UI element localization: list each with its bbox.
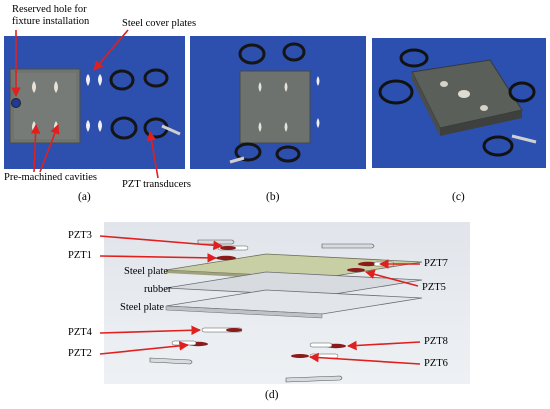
photo-panel-c — [372, 38, 546, 168]
upper-sensors — [197, 239, 395, 272]
pzt5-element — [347, 268, 365, 272]
pzt1-element — [216, 255, 236, 261]
pre-machined-cavities-label: Pre-machined cavities — [4, 172, 98, 183]
arrow-cavities-2 — [39, 124, 60, 173]
layer-label-rubber: rubber — [144, 284, 172, 295]
sensor-label-pzt1: PZT1 — [68, 250, 92, 261]
layer-label-bottom-steel-plate: Steel plate — [120, 302, 165, 313]
layer-bottom-steel-plate-edge — [165, 305, 323, 319]
sensor-label-pzt2: PZT2 — [68, 348, 92, 359]
reserved-hole-label-line2: fixture installation — [12, 16, 90, 27]
arrow-pzt1 — [99, 253, 217, 263]
arrow-pzt6 — [309, 352, 421, 365]
pzt6-element — [291, 354, 309, 358]
caption-a: (a) — [78, 191, 91, 203]
pzt3-element — [220, 246, 236, 250]
caption-c: (c) — [452, 191, 465, 203]
sensor-label-pzt5: PZT5 — [422, 282, 446, 293]
pzt8-sensor — [309, 342, 333, 348]
arrow-pzt5 — [365, 269, 419, 287]
steel-cover-plates-label: Steel cover plates — [122, 18, 197, 29]
pzt-transducers-label: PZT transducers — [122, 179, 191, 190]
sensor-label-pzt8: PZT8 — [424, 336, 448, 347]
caption-d: (d) — [265, 389, 279, 401]
cover-plate-bottom-right — [285, 375, 343, 383]
arrow-cavities-1 — [30, 124, 41, 173]
reserved-hole-label: Reserved hole for fixture installation — [12, 4, 132, 28]
cover-plate-bottom-left — [149, 357, 193, 365]
sensor-label-pzt3: PZT3 — [68, 230, 92, 241]
pzt4-element — [226, 328, 242, 332]
arrow-pzt4 — [99, 325, 201, 336]
arrow-pzt-transducers — [146, 131, 159, 179]
sensor-label-pzt7: PZT7 — [424, 258, 448, 269]
cover-plate-top-right — [321, 243, 375, 249]
arrow-steel-cover-plates — [93, 29, 129, 71]
arrow-pzt8 — [347, 340, 421, 351]
photo-b-art — [229, 42, 320, 164]
cover-plate-top-left — [197, 239, 235, 245]
photo-a-art — [9, 68, 181, 144]
arrow-pzt2 — [99, 341, 189, 355]
reserved-hole-label-line1: Reserved hole for — [12, 4, 87, 15]
pzt7-element — [358, 261, 378, 267]
sensor-label-pzt4: PZT4 — [68, 327, 92, 338]
pzt2-sensor — [171, 340, 197, 346]
photo-panel-b — [190, 36, 366, 169]
layer-label-top-steel-plate: Steel plate — [124, 266, 169, 277]
lower-sensors — [149, 327, 346, 383]
photo-panel-a — [4, 36, 185, 169]
arrow-pzt3 — [99, 235, 223, 251]
sensor-label-pzt6: PZT6 — [424, 358, 448, 369]
caption-b: (b) — [266, 191, 280, 203]
photo-c-art — [378, 48, 537, 157]
